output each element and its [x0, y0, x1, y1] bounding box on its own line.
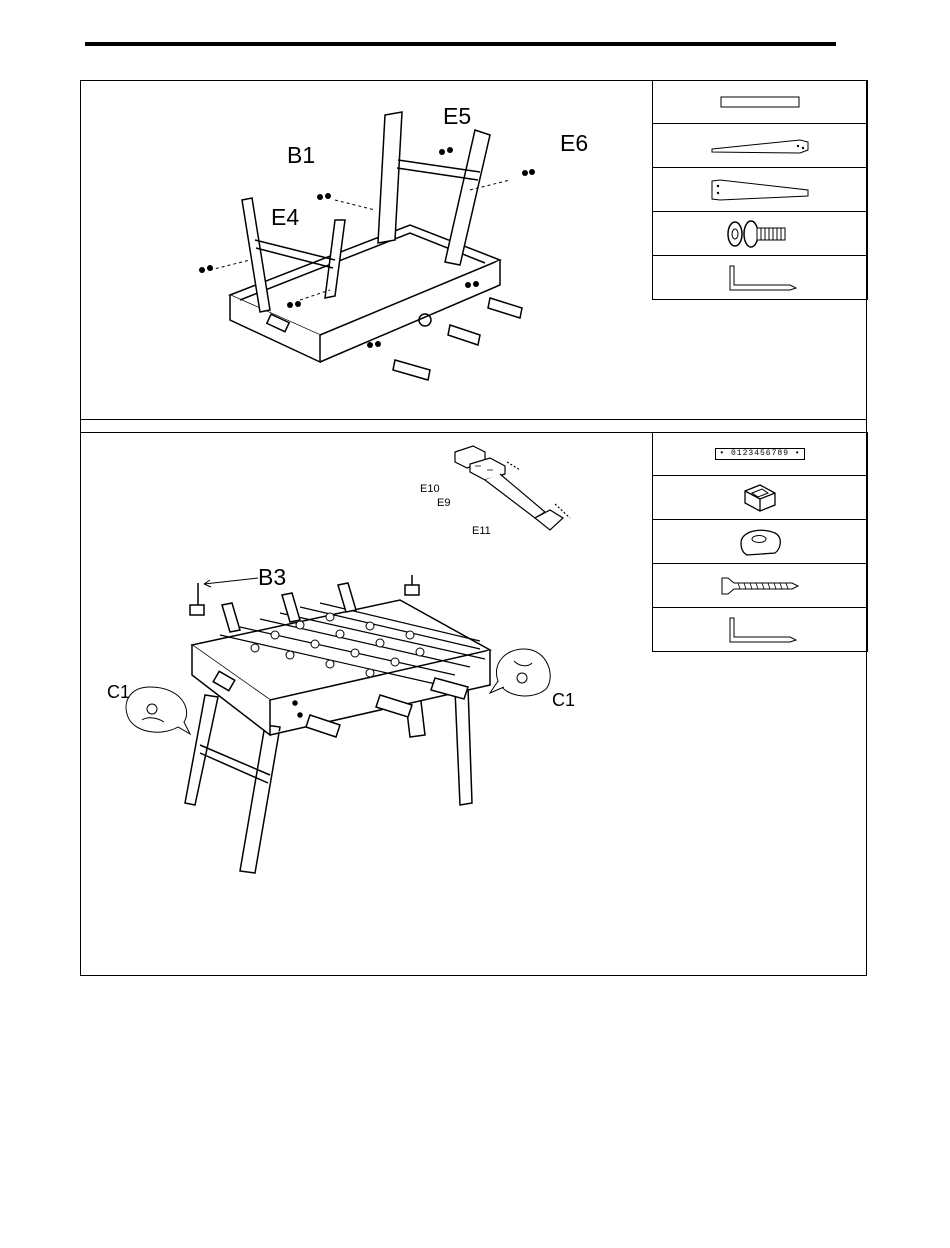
header-rule: [85, 42, 836, 46]
wood-screw-icon: [720, 574, 800, 598]
label-e11: E11: [472, 525, 491, 537]
step1-parts-list: [652, 80, 868, 300]
b3-pointer-arrow: [200, 572, 260, 588]
part-brace-long: [652, 124, 868, 168]
allen-key-icon: [720, 263, 800, 293]
foosball-table-illustration: [180, 575, 500, 880]
board-piece-icon: [720, 95, 800, 109]
part-brace-short: [652, 168, 868, 212]
score-strip-numbers: 0123456789: [731, 449, 789, 458]
part-score-strip: • 0123456789 •: [652, 432, 868, 476]
part-allen-key: [652, 256, 868, 300]
label-c1-left: C1: [107, 682, 130, 703]
label-e4: E4: [271, 204, 299, 231]
part-panel-board: [652, 80, 868, 124]
brace-short-icon: [710, 178, 810, 202]
slider-block-icon: [740, 481, 780, 515]
label-c1-right: C1: [552, 690, 575, 711]
step-divider: [80, 419, 867, 433]
step1-leg-assembly-illustration: [180, 100, 540, 400]
label-e10: E10: [420, 483, 440, 495]
part-bolt-washer: [652, 212, 868, 256]
callout-left-hand-illustration: [120, 682, 195, 742]
part-wood-screw: [652, 564, 868, 608]
allen-key-icon: [720, 615, 800, 645]
brace-long-icon: [710, 136, 810, 156]
part-scorer-housing: [652, 520, 868, 564]
label-e5: E5: [443, 103, 471, 130]
label-b3: B3: [258, 564, 286, 591]
scorer-detail-illustration: [445, 440, 585, 540]
part-slider-block: [652, 476, 868, 520]
bolt-washer-icon: [725, 219, 795, 249]
part-allen-key-2: [652, 608, 868, 652]
callout-right-hand-illustration: [488, 645, 558, 705]
step2-parts-list: • 0123456789 •: [652, 432, 868, 652]
label-e9: E9: [437, 497, 450, 509]
scorer-housing-icon: [737, 525, 783, 559]
label-e6: E6: [560, 130, 588, 157]
label-b1: B1: [287, 142, 315, 169]
score-strip-ruler: • 0123456789 •: [715, 448, 804, 460]
